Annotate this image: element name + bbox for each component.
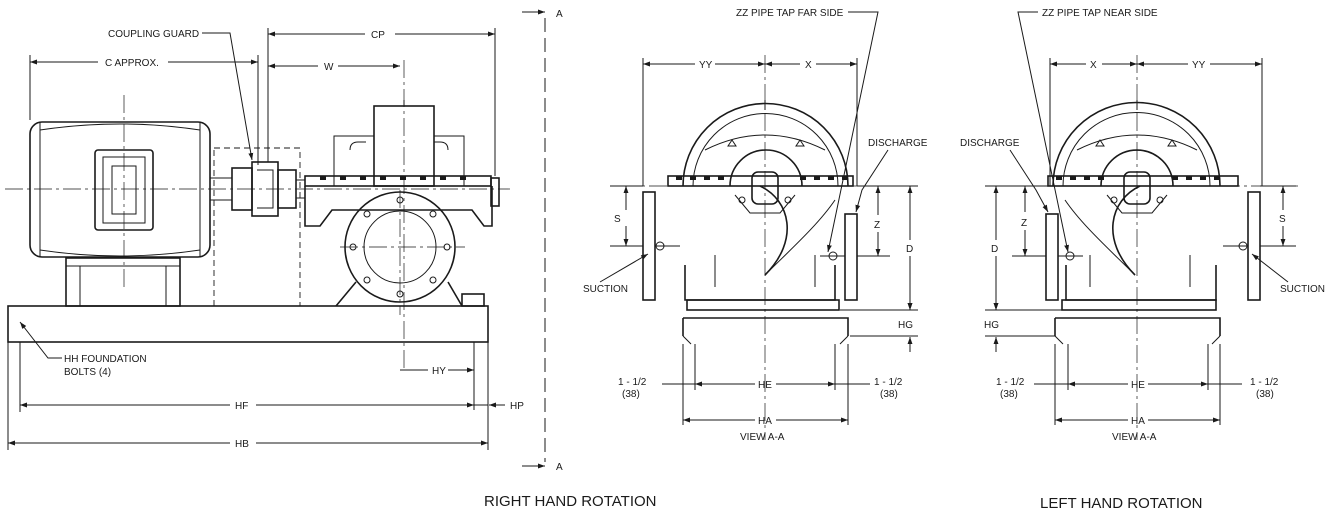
rh-discharge-label: DISCHARGE (868, 138, 928, 149)
caption-right-hand-rotation: RIGHT HAND ROTATION (484, 493, 657, 510)
rh-dim-z-label: Z (874, 220, 880, 231)
rh-dim-ha-label: HA (758, 416, 772, 427)
end-view-right-hand: ZZ PIPE TAP FAR SIDE YY X DISCHARGE S SU… (583, 8, 928, 443)
lh-dim-hg-label: HG (984, 320, 999, 331)
section-a-bottom-label: A (556, 462, 563, 473)
rh-dim-hg-label: HG (898, 320, 913, 331)
pump-body (304, 100, 500, 315)
side-elevation-view (5, 60, 510, 372)
rh-left-margin-2: (38) (622, 389, 640, 400)
lh-dim-yy-label: YY (1192, 60, 1206, 71)
dim-c-approx-label: C APPROX. (105, 58, 159, 69)
lh-dim-ha-label: HA (1131, 416, 1145, 427)
caption-left-hand-rotation: LEFT HAND ROTATION (1040, 495, 1203, 512)
rh-dim-s-label: S (614, 214, 621, 225)
coupling-guard-label: COUPLING GUARD (108, 29, 199, 40)
lh-dim-s-label: S (1279, 214, 1286, 225)
flange-bolt-row (320, 176, 466, 180)
coupling-guard (213, 147, 305, 307)
lh-dimensions: ZZ PIPE TAP NEAR SIDE X YY DISCHARGE Z D (960, 8, 1325, 443)
end-view-left-hand: ZZ PIPE TAP NEAR SIDE X YY DISCHARGE Z D (960, 8, 1325, 443)
lh-dim-he-label: HE (1131, 380, 1145, 391)
rh-zz-tap-label: ZZ PIPE TAP FAR SIDE (736, 8, 844, 19)
rh-dim-d-label: D (906, 244, 913, 255)
rh-right-margin-1: 1 - 1/2 (874, 377, 903, 388)
rh-dim-x-label: X (805, 60, 812, 71)
motor (29, 95, 232, 307)
baseplate (7, 305, 489, 343)
rh-dimensions: ZZ PIPE TAP FAR SIDE YY X DISCHARGE S SU… (583, 8, 928, 443)
dim-w-label: W (324, 62, 334, 73)
dim-hp-label: HP (510, 401, 524, 412)
lh-right-margin-1: 1 - 1/2 (1250, 377, 1279, 388)
lh-left-margin-2: (38) (1000, 389, 1018, 400)
lh-view-label: VIEW A-A (1112, 432, 1157, 443)
lh-dim-d-label: D (991, 244, 998, 255)
rh-left-margin-1: 1 - 1/2 (618, 377, 647, 388)
lh-flange-bolts (1056, 176, 1220, 180)
dim-hb-label: HB (235, 439, 249, 450)
rh-view-label: VIEW A-A (740, 432, 785, 443)
lh-left-margin-1: 1 - 1/2 (996, 377, 1025, 388)
hh-foundation-label-2: BOLTS (4) (64, 367, 111, 378)
rh-dim-he-label: HE (758, 380, 772, 391)
lh-discharge-label: DISCHARGE (960, 138, 1020, 149)
dim-cp-label: CP (371, 30, 385, 41)
rh-dim-yy-label: YY (699, 60, 713, 71)
section-line-a-a: A A (522, 9, 563, 473)
elevation-dimensions: COUPLING GUARD CP C APPROX. W HH FOUNDAT… (7, 28, 524, 450)
rh-right-margin-2: (38) (880, 389, 898, 400)
lh-suction-label: SUCTION (1280, 284, 1325, 295)
rh-flange-bolts (676, 176, 848, 180)
rh-suction-label: SUCTION (583, 284, 628, 295)
dim-hy-label: HY (432, 366, 446, 377)
hh-foundation-label-1: HH FOUNDATION (64, 354, 147, 365)
lh-right-margin-2: (38) (1256, 389, 1274, 400)
lh-zz-tap-label: ZZ PIPE TAP NEAR SIDE (1042, 8, 1158, 19)
lh-dim-z-label: Z (1021, 218, 1027, 229)
section-a-top-label: A (556, 9, 563, 20)
lh-dim-x-label: X (1090, 60, 1097, 71)
dim-hf-label: HF (235, 401, 248, 412)
